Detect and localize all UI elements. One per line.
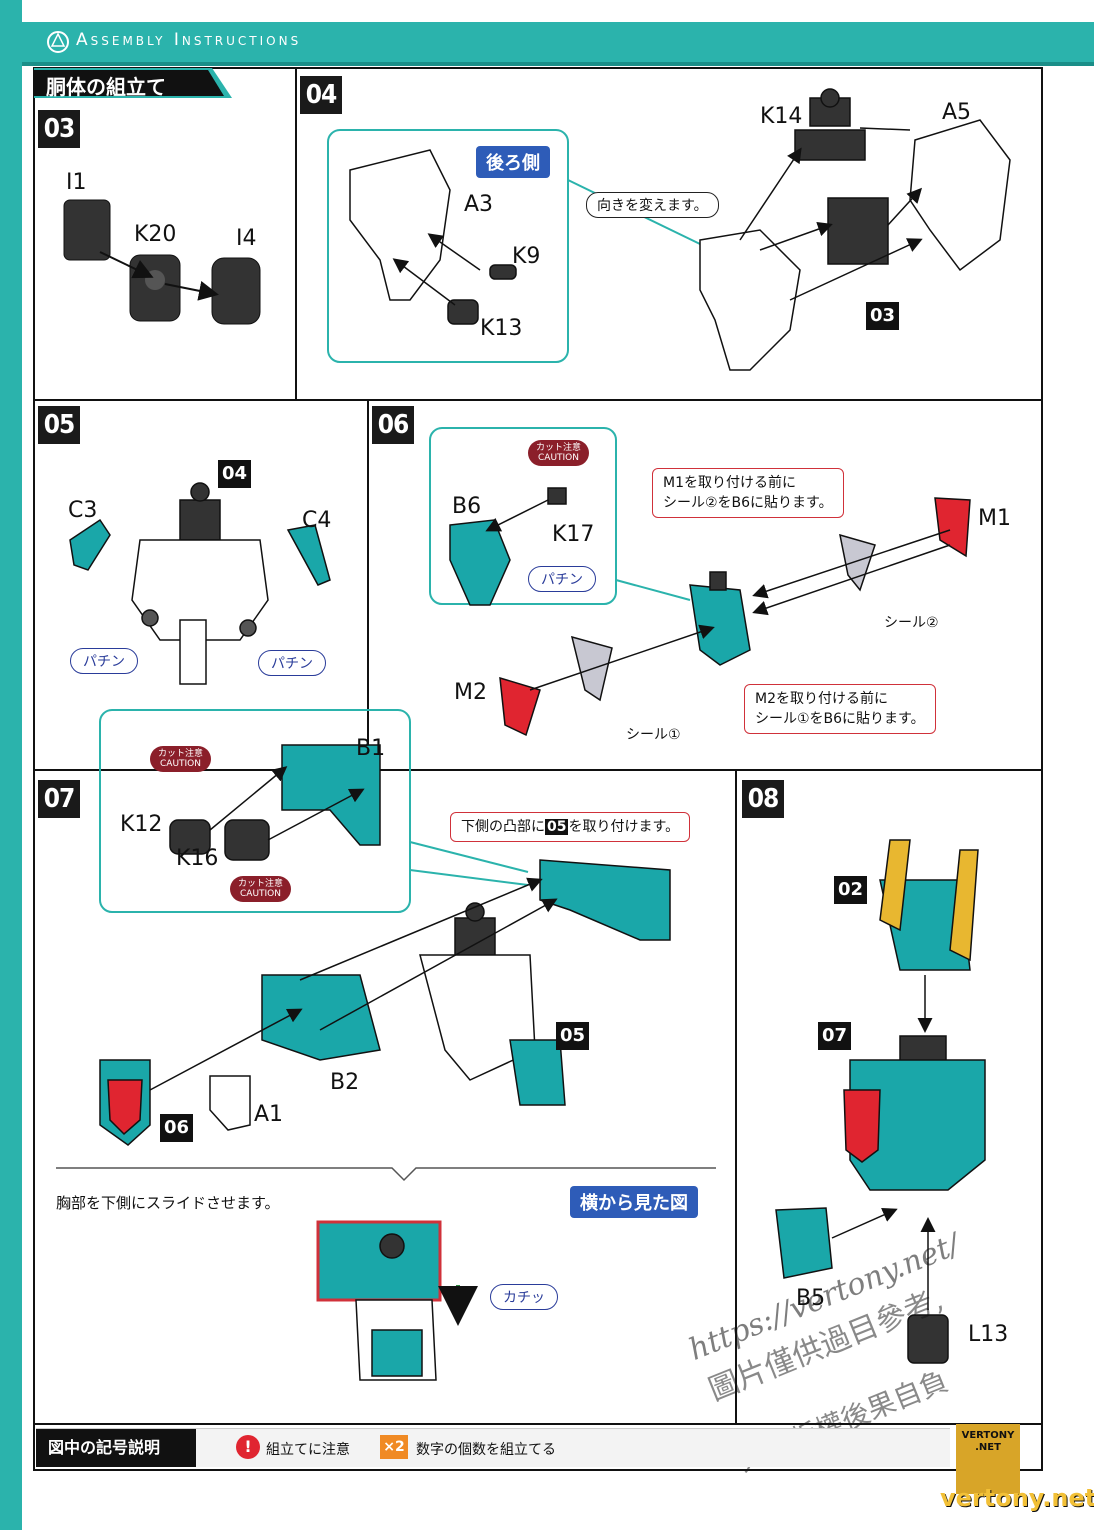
note-line: シール①をB6に貼ります。	[755, 711, 925, 727]
step-03-parts	[63, 199, 261, 325]
part-label: I1	[66, 170, 87, 195]
note-text-end: を取り付けます。	[568, 819, 680, 835]
part-label: B5	[796, 1286, 826, 1311]
snap-callout: パチン	[258, 650, 326, 676]
section-title: 胴体の組立て	[46, 75, 166, 99]
turn-note-callout: 向きを変えます。	[586, 192, 719, 218]
caution-jp: カット注意	[536, 443, 582, 453]
note-line: M1を取り付ける前に	[663, 475, 796, 491]
note-m2: M2を取り付ける前に シール①をB6に貼ります。	[744, 684, 936, 734]
header-title: Assembly Instructions	[76, 30, 302, 50]
seal-label: シール①	[626, 727, 681, 743]
caution-en: CAUTION	[160, 759, 201, 769]
legend-title: 図中の記号説明	[36, 1429, 196, 1467]
part-label: K16	[176, 846, 219, 871]
part-label: A5	[942, 100, 972, 125]
note-ref: 05	[545, 819, 569, 835]
logo-text: VERTONY .NET	[961, 1430, 1015, 1453]
subassembly-label: 04	[218, 460, 252, 488]
caution-jp: カット注意	[158, 749, 204, 759]
part-label: B1	[356, 736, 386, 761]
step-08-number: 08	[742, 780, 784, 818]
caution-badge: カット注意 CAUTION	[150, 746, 212, 772]
multiplier-count: 2	[394, 1439, 405, 1455]
legend-item-2: 数字の個数を組立てる	[416, 1442, 556, 1458]
click-callout: カチッ	[490, 1284, 558, 1310]
part-label: K17	[552, 522, 595, 547]
step-06-number: 06	[372, 406, 414, 444]
part-label: A3	[464, 192, 494, 217]
caution-jp: カット注意	[238, 879, 284, 889]
step-06-parts	[449, 487, 971, 737]
seal-label: シール②	[884, 615, 939, 631]
subassembly-label: 07	[818, 1022, 852, 1050]
side-view-badge: 横から見た図	[570, 1186, 698, 1218]
part-label: K14	[760, 104, 803, 129]
part-label: C4	[302, 508, 332, 533]
legend-bar: 図中の記号説明 ! 組立てに注意 ×2 数字の個数を組立てる	[36, 1428, 950, 1467]
part-label: L13	[968, 1322, 1009, 1347]
caution-badge: カット注意 CAUTION	[528, 440, 590, 466]
caution-en: CAUTION	[240, 889, 281, 899]
step-04-parts	[349, 88, 1011, 371]
part-label: B6	[452, 494, 482, 519]
part-label: C3	[68, 498, 98, 523]
part-label: K9	[512, 244, 541, 269]
part-label: B2	[330, 1070, 360, 1095]
note-line: シール②をB6に貼ります。	[663, 495, 833, 511]
subassembly-label: 05	[556, 1022, 590, 1050]
vertony-logo: VERTONY .NET	[956, 1424, 1020, 1494]
step-05-parts	[69, 482, 331, 685]
step-05-number: 05	[38, 406, 80, 444]
part-label: M2	[454, 680, 487, 705]
subassembly-label: 02	[834, 876, 868, 904]
note-text: 下側の凸部に	[461, 819, 545, 835]
snap-callout: パチン	[70, 648, 138, 674]
part-label: M1	[978, 506, 1011, 531]
part-label: K20	[134, 222, 177, 247]
caution-en: CAUTION	[538, 453, 579, 463]
step-07-parts	[99, 744, 671, 1381]
step-07-number: 07	[38, 780, 80, 818]
slide-instruction: 胸部を下側にスライドさせます。	[56, 1194, 280, 1212]
snap-callout: パチン	[528, 566, 596, 592]
note-line: M2を取り付ける前に	[755, 691, 888, 707]
multiplier-icon: ×2	[380, 1435, 408, 1459]
part-label: K12	[120, 812, 163, 837]
subassembly-label: 03	[866, 302, 900, 330]
part-label: I4	[236, 226, 257, 251]
caution-badge: カット注意 CAUTION	[230, 876, 292, 902]
step-04-number: 04	[300, 76, 342, 114]
legend-item-1: 組立てに注意	[266, 1442, 350, 1458]
part-label: A1	[254, 1102, 284, 1127]
step-03-number: 03	[38, 110, 80, 148]
part-label: K13	[480, 316, 523, 341]
footer-watermark: vertony.net	[940, 1484, 1094, 1512]
note-m1: M1を取り付ける前に シール②をB6に貼ります。	[652, 468, 844, 518]
caution-icon: !	[236, 1435, 260, 1459]
back-side-badge: 後ろ側	[476, 146, 550, 178]
subassembly-label: 06	[160, 1114, 194, 1142]
step-08-parts	[775, 839, 986, 1364]
